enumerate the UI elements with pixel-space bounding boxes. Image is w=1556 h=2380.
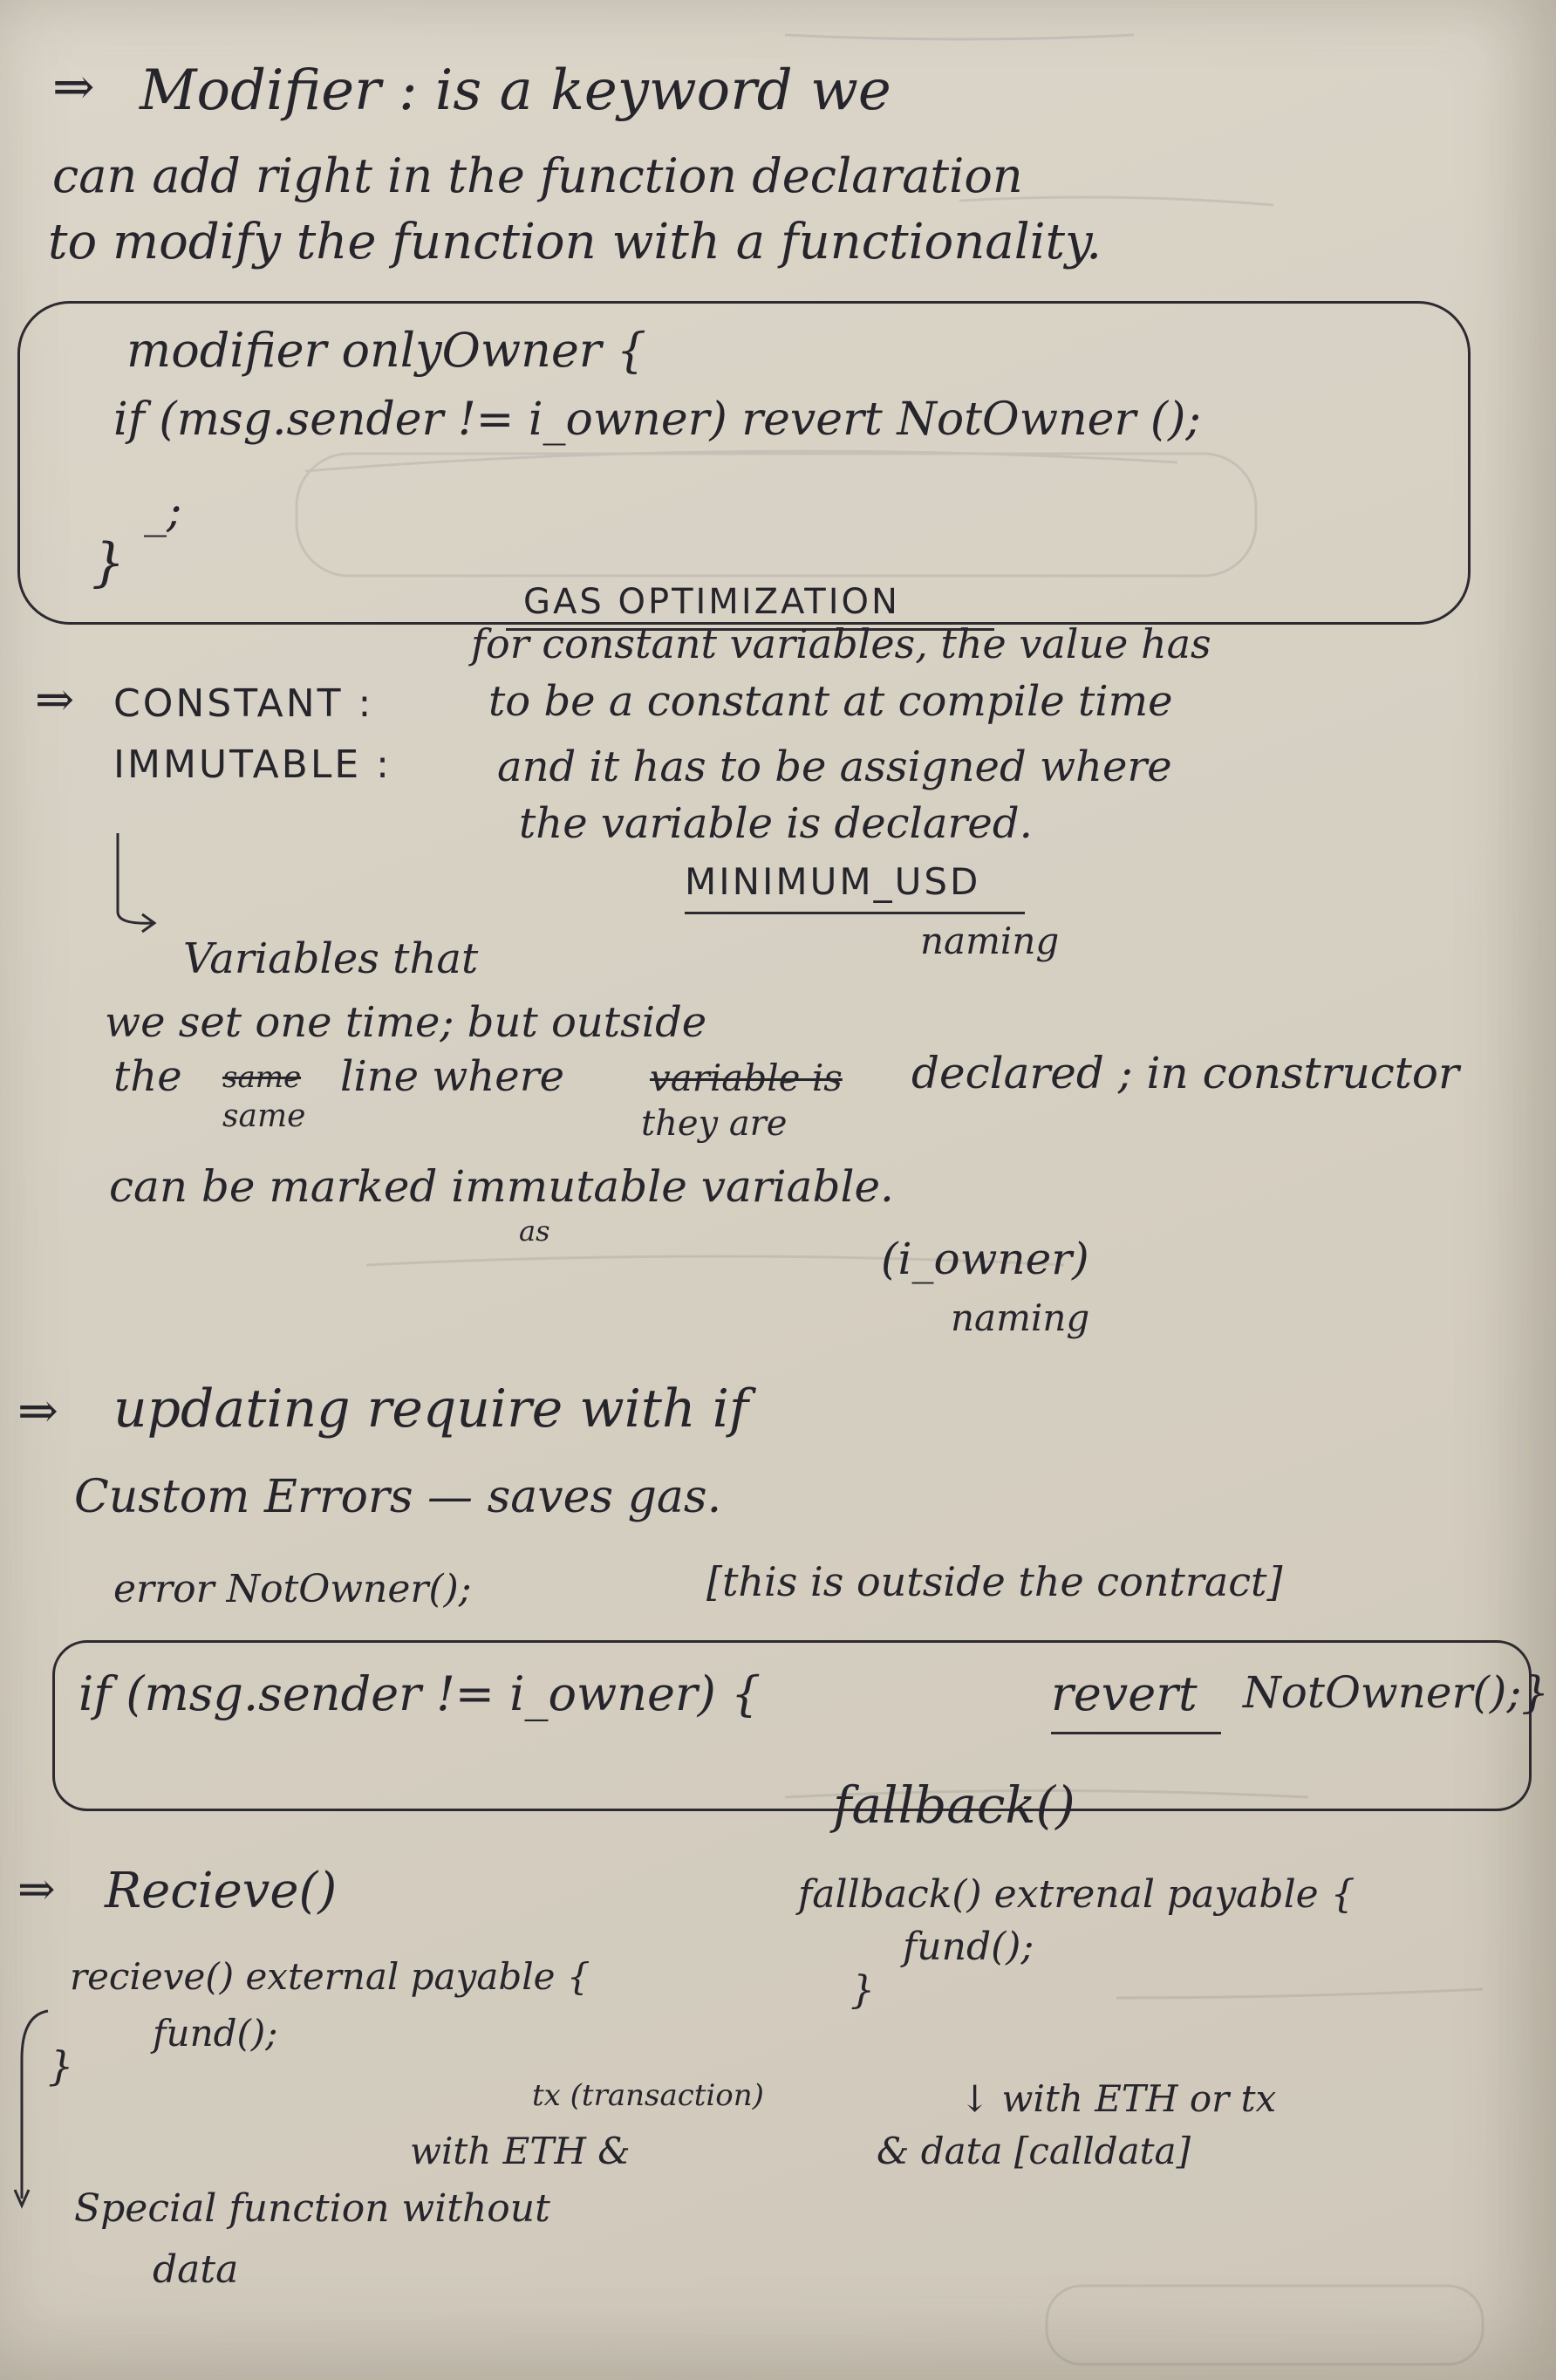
gas-optimization-heading: GAS OPTIMIZATION — [523, 582, 900, 622]
modifier-line-1: Modifier : is a keyword we — [140, 58, 891, 123]
errors-code-note: [this is outside the contract] — [706, 1558, 1283, 1605]
errors-code-line-1: error NotOwner(); — [113, 1567, 472, 1611]
immutable-line-3-insert-1: same — [222, 1098, 306, 1134]
immutable-branch-arrow — [116, 833, 157, 934]
fallback-code-line-2: fund(); — [903, 1925, 1034, 1969]
modifier-code-box — [17, 301, 1471, 625]
errors-line-2: Custom Errors — saves gas. — [74, 1471, 722, 1523]
errors-line-1: updating require with if — [113, 1378, 749, 1440]
immutable-line-2: we set one time; but outside — [105, 998, 707, 1047]
receive-special-line-2: data — [153, 2247, 239, 2292]
modifier-code-line-4: } — [92, 532, 126, 593]
receive-code-line-1: recieve() external payable { — [70, 1955, 590, 1998]
modifier-code-line-2: if (msg.sender != i_owner) revert NotOwn… — [113, 393, 1201, 446]
immutable-line-3-end: declared ; in constructor — [911, 1048, 1459, 1098]
immutable-line-3-struck-2: variable is — [650, 1057, 843, 1099]
minimum-usd-naming-note: naming — [920, 920, 1060, 962]
immutable-line-4: can be marked immutable variable. — [109, 1161, 894, 1212]
fallback-title: fallback() — [833, 1775, 1075, 1835]
constant-desc-line-2: to be a constant at compile time — [488, 677, 1173, 726]
receive-bracket — [13, 2009, 49, 2209]
fallback-note-2: & data [calldata] — [877, 2130, 1191, 2172]
errors-arrow: ⇒ — [17, 1383, 58, 1440]
receive-with-eth: with ETH & — [410, 2130, 631, 2172]
errors-code-box — [52, 1640, 1532, 1811]
receive-special-line-1: Special function without — [74, 2186, 550, 2231]
immutable-naming-note: naming — [951, 1296, 1090, 1339]
receive-arrow: ⇒ — [17, 1864, 56, 1916]
modifier-code-line-1: modifier onlyOwner { — [126, 323, 647, 378]
modifier-code-line-3: _; — [144, 485, 182, 537]
fallback-code-line-3: } — [850, 1968, 875, 2013]
immutable-naming-example: (i_owner) — [881, 1234, 1089, 1284]
modifier-line-2: can add right in the function declaratio… — [52, 148, 1023, 203]
errors-code-line-2: if (msg.sender != i_owner) { — [78, 1666, 761, 1721]
immutable-line-1: Variables that — [183, 934, 479, 983]
modifier-line-3: to modify the function with a functional… — [48, 214, 1102, 270]
constant-desc-line-1: for constant variables, the value has — [471, 620, 1211, 667]
fallback-note-1: ↓ with ETH or tx — [959, 2077, 1277, 2120]
immutable-label: IMMUTABLE : — [113, 742, 392, 787]
minimum-usd-naming: MINIMUM_USD — [685, 860, 981, 903]
modifier-arrow: ⇒ — [52, 57, 95, 116]
errors-revert-underline — [1051, 1732, 1221, 1734]
receive-tx-note: tx (transaction) — [532, 2078, 764, 2113]
receive-code-line-2: fund(); — [153, 2012, 278, 2055]
fallback-code-line-1: fallback() extrenal payable { — [798, 1872, 1355, 1917]
receive-code-line-3: } — [48, 2042, 74, 2089]
immutable-line-3-struck-1: same — [222, 1060, 302, 1095]
gas-optimization-underline — [506, 628, 994, 631]
receive-title: Recieve() — [105, 1863, 338, 1919]
immutable-line-4-insert: as — [519, 1214, 550, 1248]
immutable-line-3-start: the — [113, 1052, 182, 1101]
constant-arrow: ⇒ — [35, 672, 75, 727]
constant-label: CONSTANT : — [113, 681, 374, 726]
immutable-line-3-insert-2: they are — [641, 1104, 788, 1144]
constant-desc-line-4: the variable is declared. — [519, 799, 1033, 848]
errors-revert-keyword: revert — [1051, 1666, 1198, 1721]
constant-desc-line-3: and it has to be assigned where — [497, 742, 1172, 791]
minimum-usd-underline — [685, 912, 1025, 914]
immutable-line-3-middle: line where — [340, 1052, 565, 1101]
errors-code-line-2-end: NotOwner();} — [1243, 1667, 1550, 1718]
